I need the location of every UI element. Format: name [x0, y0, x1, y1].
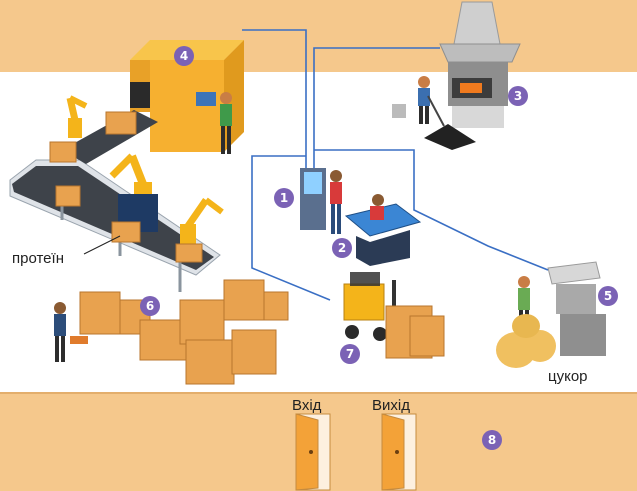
network-wires [242, 29, 549, 301]
label-sugar: цукор [548, 368, 588, 385]
label-exit: Вихід [372, 397, 410, 414]
svg-text:2: 2 [338, 241, 346, 255]
marker-6: 6 [140, 296, 160, 316]
packing-machine [547, 261, 606, 356]
marker-4: 4 [174, 46, 194, 66]
furnace-worker [418, 76, 445, 127]
marker-3: 3 [508, 86, 528, 106]
robot-arm-1 [66, 95, 88, 138]
marker-7: 7 [340, 344, 360, 364]
sugar-sacks [496, 314, 556, 368]
entrance-door[interactable] [295, 413, 331, 491]
svg-text:4: 4 [180, 49, 188, 63]
svg-text:3: 3 [514, 89, 522, 103]
warehouse-boxes [79, 279, 289, 385]
terminal-operator [330, 170, 342, 234]
table-operator [370, 194, 384, 220]
furnace [424, 1, 521, 150]
label-protein: протеїн [12, 250, 64, 267]
marker-5: 5 [598, 286, 618, 306]
marker-1: 1 [274, 188, 294, 208]
top-wall [0, 0, 637, 72]
svg-text:7: 7 [346, 347, 354, 361]
label-entrance: Вхід [292, 397, 322, 414]
svg-text:5: 5 [604, 289, 612, 303]
machine-operator [220, 92, 232, 154]
exit-door[interactable] [381, 413, 417, 491]
stool [392, 104, 406, 118]
protein-pointer [83, 235, 121, 255]
marker-8: 8 [482, 430, 502, 450]
svg-text:6: 6 [146, 299, 154, 313]
marker-2: 2 [332, 238, 352, 258]
pallet-jack-worker [54, 302, 88, 362]
svg-text:1: 1 [280, 191, 288, 205]
svg-text:8: 8 [488, 433, 496, 447]
robot-arm-3 [180, 197, 224, 246]
forklift [343, 272, 445, 359]
kiosk-terminal [300, 168, 326, 230]
